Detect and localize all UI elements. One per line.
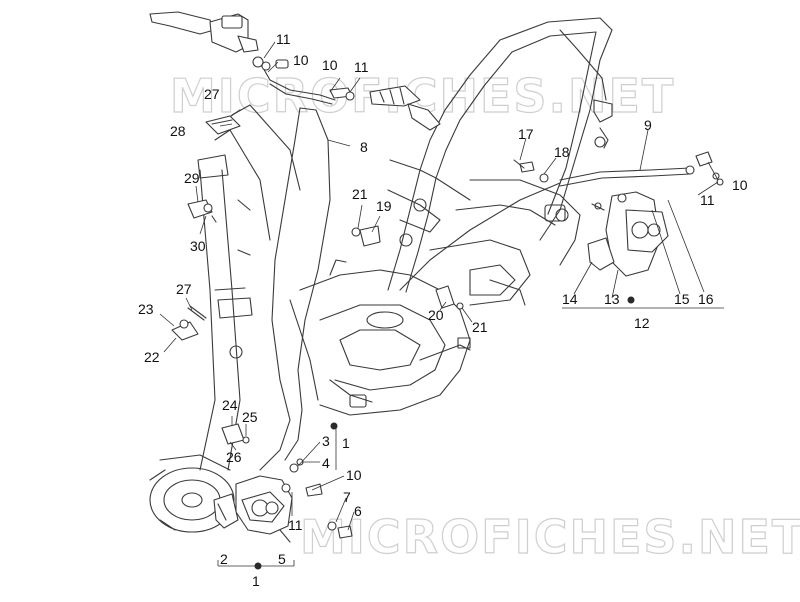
callout-28: 28 — [170, 123, 186, 139]
clip-19 — [351, 225, 381, 247]
callout-25: 25 — [242, 409, 258, 425]
callout-27: 27 — [176, 281, 192, 297]
callout-2: 2 — [220, 551, 228, 567]
callout-11: 11 — [700, 192, 715, 208]
fitting-20 — [435, 285, 464, 310]
callout-10: 10 — [732, 177, 748, 193]
hose-fittings-top — [252, 56, 355, 101]
callout-15: 15 — [674, 291, 690, 307]
callout-14: 14 — [562, 291, 578, 307]
callout-20: 20 — [428, 307, 444, 323]
callout-6: 6 — [354, 503, 362, 519]
callout-17: 17 — [518, 126, 534, 142]
callout-10: 10 — [346, 467, 362, 483]
hose-clamp-28 — [205, 115, 241, 135]
callout-4: 4 — [322, 455, 330, 471]
assembly-markers — [254, 296, 635, 570]
scooter-frame — [149, 17, 613, 533]
callout-1: 1 — [342, 435, 350, 451]
callout-11: 11 — [354, 59, 369, 75]
callout-13: 13 — [604, 291, 620, 307]
callout-1: 1 — [252, 573, 260, 589]
rear-caliper-assembly — [587, 191, 669, 277]
callout-16: 16 — [698, 291, 714, 307]
leader-lines — [159, 41, 724, 567]
bracket-29 — [187, 199, 217, 223]
callout-labels: 11 10 10 11 27 28 8 9 17 18 10 11 29 30 … — [138, 31, 748, 589]
watermark-bottom: MICROFICHES.NET — [300, 510, 800, 564]
callout-23: 23 — [138, 301, 154, 317]
rear-hose-fittings — [695, 151, 724, 186]
callout-29: 29 — [184, 170, 200, 186]
callout-8: 8 — [360, 139, 368, 155]
callout-11: 11 — [288, 517, 303, 533]
rear-master-cylinder — [369, 85, 441, 131]
callout-11: 11 — [276, 31, 291, 47]
clip-24-26 — [221, 423, 250, 445]
callout-24: 24 — [222, 397, 238, 413]
callout-9: 9 — [644, 117, 652, 133]
callout-5: 5 — [278, 551, 286, 567]
callout-12: 12 — [634, 315, 650, 331]
front-master-cylinder — [149, 11, 259, 53]
rear-brake-hose — [399, 165, 695, 291]
callout-30: 30 — [190, 238, 206, 254]
callout-10: 10 — [322, 57, 338, 73]
callout-19: 19 — [376, 198, 392, 214]
callout-21: 21 — [352, 186, 368, 202]
callout-22: 22 — [144, 349, 160, 365]
front-caliper-assembly — [213, 458, 353, 543]
callout-3: 3 — [322, 433, 330, 449]
callout-7: 7 — [343, 489, 351, 505]
callout-26: 26 — [226, 449, 242, 465]
callout-10: 10 — [293, 52, 309, 68]
parts-17-18 — [513, 159, 549, 183]
bracket-22-23 — [171, 305, 207, 341]
front-brake-hose — [259, 65, 336, 471]
callout-21: 21 — [472, 319, 488, 335]
callout-18: 18 — [554, 144, 570, 160]
callout-27: 27 — [204, 86, 220, 102]
